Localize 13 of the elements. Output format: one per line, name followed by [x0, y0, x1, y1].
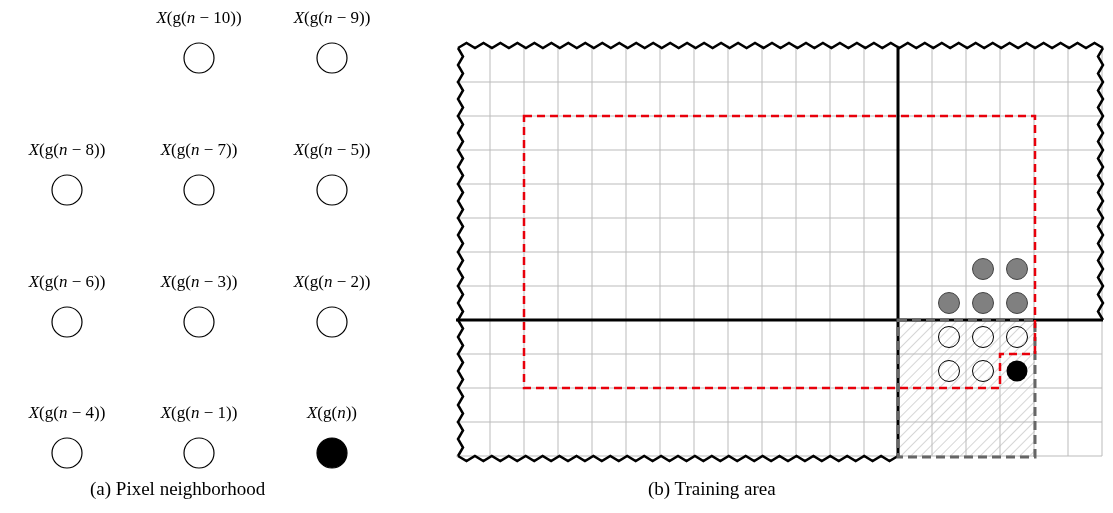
- pixel-label: X(g(n − 7)): [159, 140, 239, 160]
- pixel-label: X(g(n − 2)): [292, 272, 372, 292]
- pixel-label: X(g(n − 9)): [292, 8, 372, 28]
- figure-caption: (b) Training area: [648, 478, 776, 500]
- pixel-label: X(g(n − 10)): [155, 8, 243, 28]
- pixel-label: X(g(n − 3)): [159, 272, 239, 292]
- figure-caption: (a) Pixel neighborhood: [90, 478, 266, 500]
- pixel-label: X(g(n − 4)): [27, 403, 107, 423]
- pixel-label: X(g(n)): [305, 403, 358, 423]
- pixel-label: X(g(n − 8)): [27, 140, 107, 160]
- pixel-label: X(g(n − 5)): [292, 140, 372, 160]
- pixel-label: X(g(n − 6)): [27, 272, 107, 292]
- pixel-label: X(g(n − 1)): [159, 403, 239, 423]
